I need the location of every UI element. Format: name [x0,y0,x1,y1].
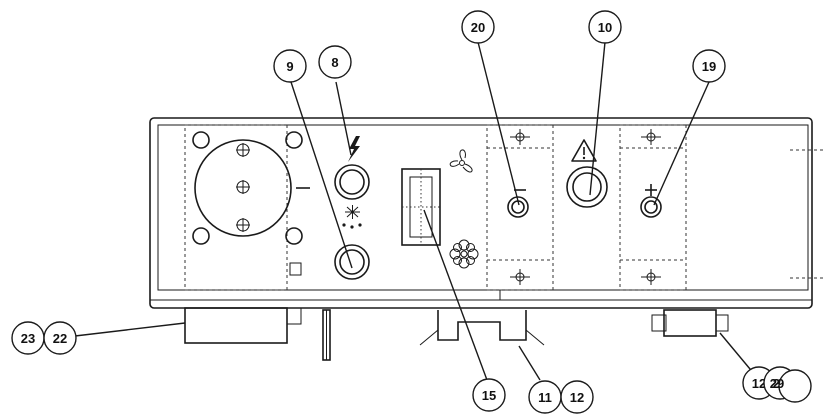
lightning-icon [348,136,360,162]
meter-module [184,124,331,361]
meter-screw-mid [236,180,250,194]
flower-fan-icon [449,239,479,269]
reset-button-10 [566,166,608,208]
switch-15 [401,168,441,246]
svg-text:11: 11 [538,390,552,405]
warning-triangle-icon [571,139,597,162]
meter-screw-bottom [236,218,250,232]
callout-10: 10 [588,10,622,44]
svg-text:8: 8 [331,55,338,70]
callout-29-label: 29 [770,376,784,391]
meter-screw-top [236,143,250,157]
callout-20: 20 [461,10,495,44]
indicator-light-9 [334,244,370,280]
snowflake-drops-icon [342,205,362,229]
callout-8: 8 [318,45,352,79]
svg-text:19: 19 [702,59,716,74]
indicator-light-8 [334,164,370,200]
callout-blank [778,369,812,403]
callout-9: 9 [273,49,307,83]
callout-22: 22 [43,321,77,355]
svg-text:9: 9 [286,59,293,74]
svg-text:10: 10 [598,20,612,35]
callout-19: 19 [692,49,726,83]
callout-15: 15 [472,378,506,412]
svg-text:23: 23 [21,331,35,346]
fan-icon [449,149,473,173]
svg-text:15: 15 [482,388,496,403]
callout-11: 11 [528,380,562,414]
connector-12 [651,309,729,337]
panel-housing [149,117,826,309]
terminal-module-20 [486,124,554,300]
callout-23: 23 [11,321,45,355]
leader-lines [74,41,756,381]
callout-12: 12 [560,380,594,414]
svg-text:12: 12 [570,390,584,405]
terminal-module-19 [619,124,687,291]
svg-text:22: 22 [53,331,67,346]
svg-text:12: 12 [752,376,766,391]
svg-text:20: 20 [471,20,485,35]
svg-text:29: 29 [770,376,784,391]
bottom-bracket-11 [419,310,545,346]
